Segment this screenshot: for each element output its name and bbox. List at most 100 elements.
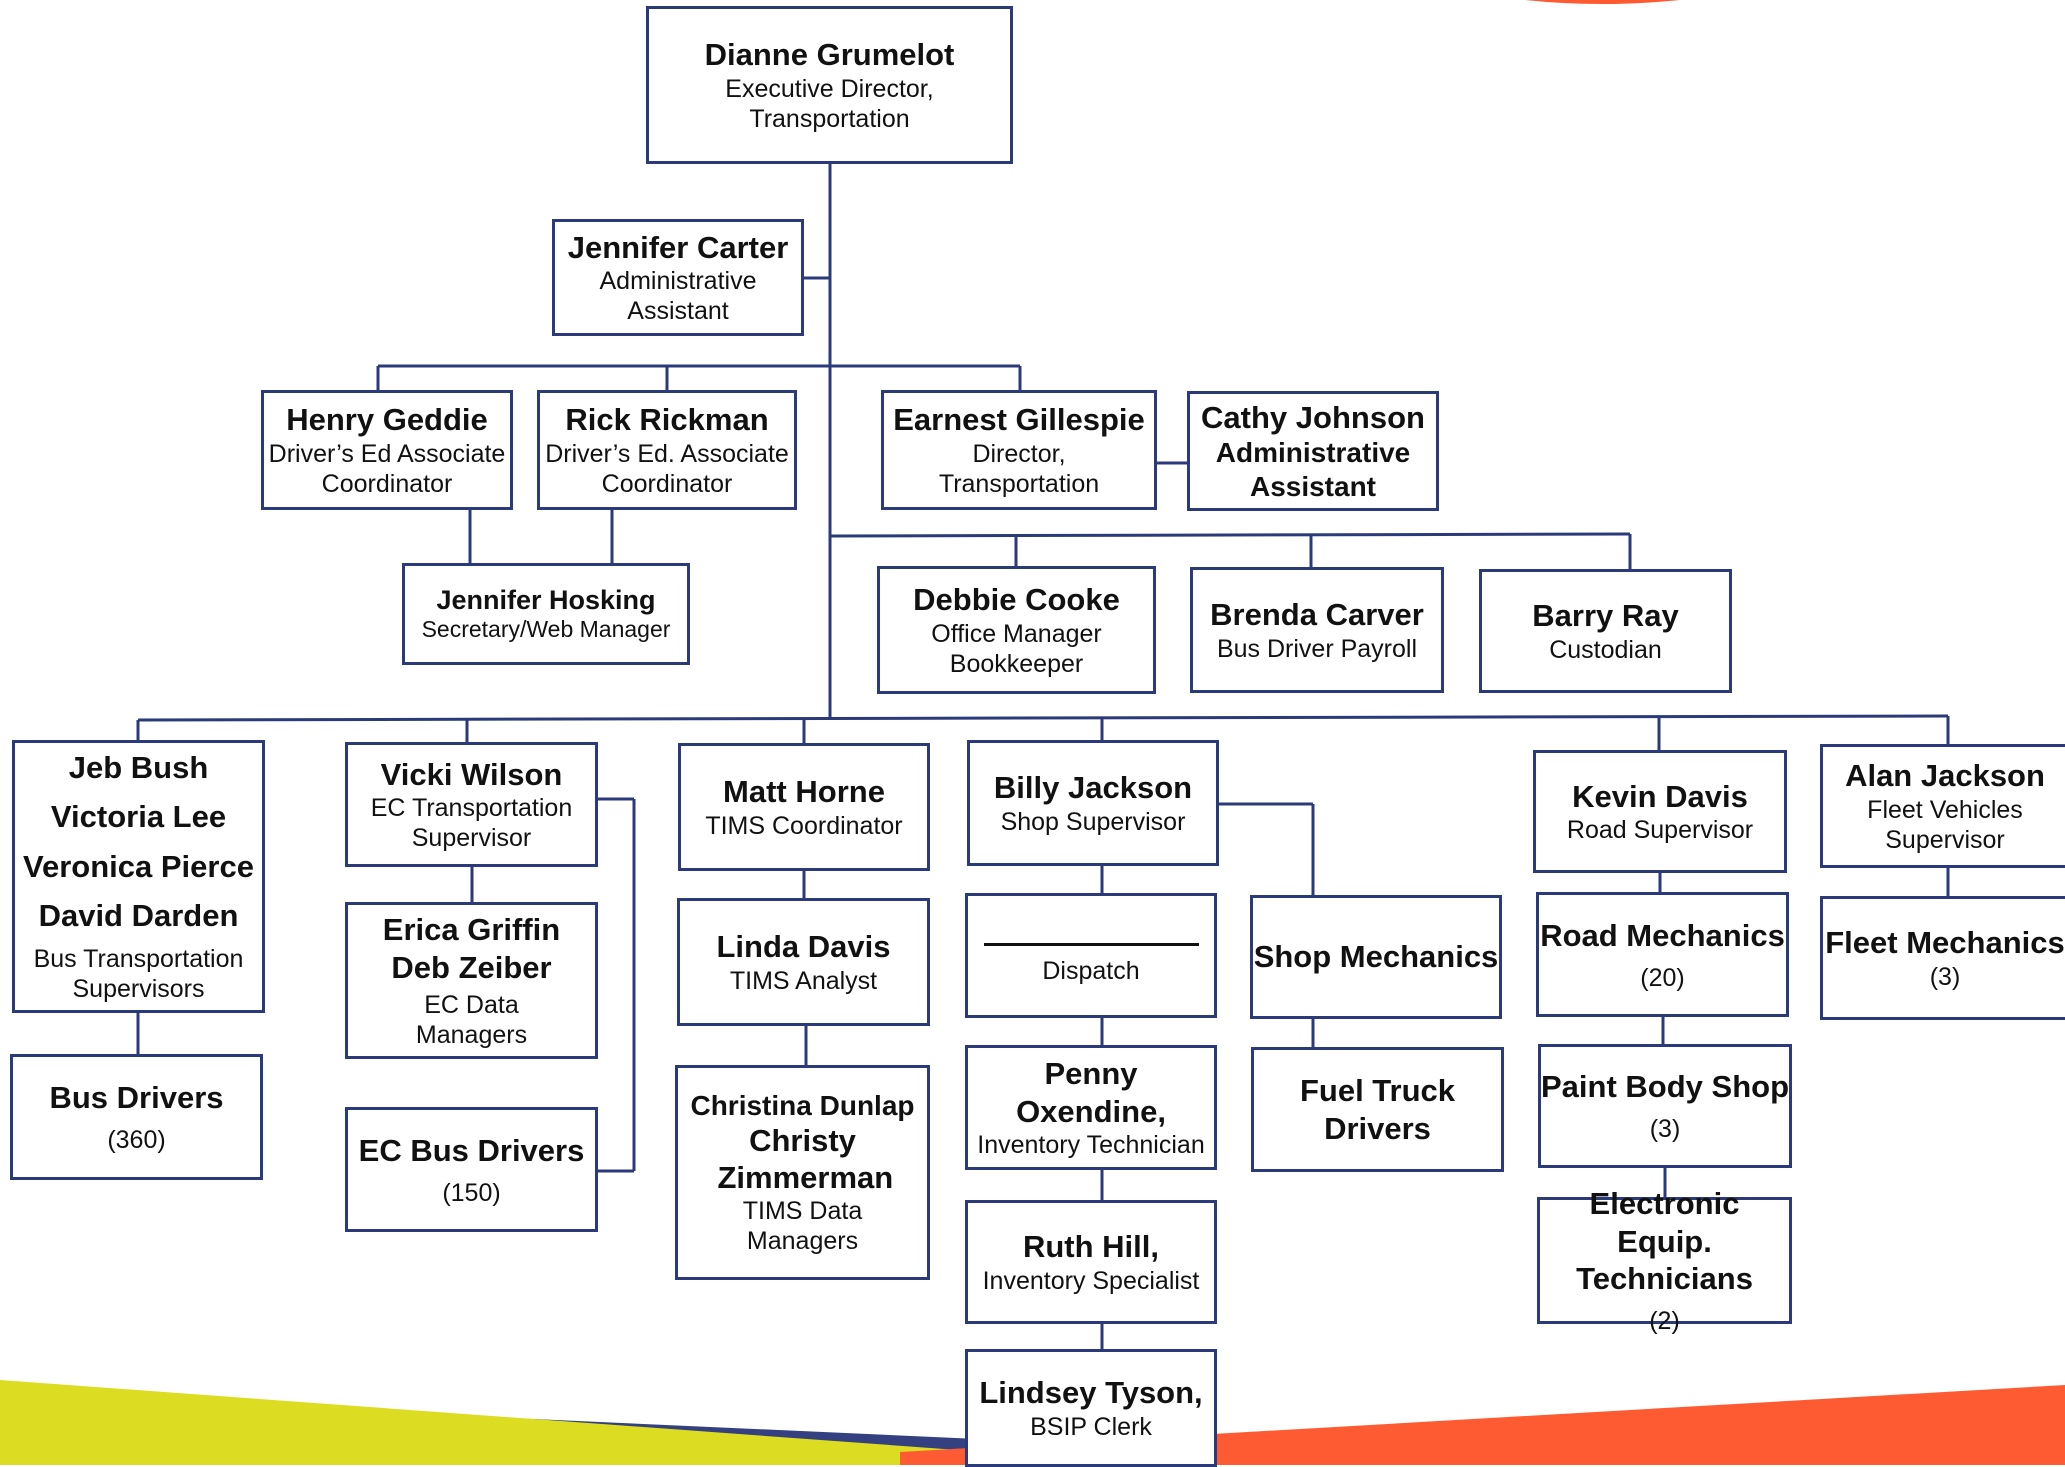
node-name: Ruth Hill,	[1022, 1229, 1160, 1265]
node-road-mechanics: Road Mechanics (20)	[1536, 892, 1789, 1017]
node-title: Dispatch	[1042, 957, 1140, 985]
node-title: Road Supervisor	[1566, 816, 1754, 845]
node-title: Office Manager	[931, 619, 1102, 648]
node-jennifer-hosking: Jennifer Hosking Secretary/Web Manager	[402, 563, 690, 665]
node-name: Jennifer Carter	[567, 229, 789, 265]
node-bus-supervisors: Jeb Bush Victoria Lee Veronica Pierce Da…	[12, 740, 265, 1013]
node-jennifer-carter: Jennifer Carter Administrative Assistant	[552, 219, 804, 336]
node-label: Paint Body Shop	[1541, 1069, 1789, 1105]
node-title: Bookkeeper	[949, 649, 1084, 678]
node-title: Coordinator	[601, 469, 733, 498]
node-title: Bus Driver Payroll	[1216, 634, 1418, 663]
node-name: Deb Zeiber	[391, 949, 552, 985]
node-title: Driver’s Ed. Associate	[545, 439, 789, 468]
node-title: Inventory Specialist	[982, 1266, 1200, 1295]
node-cathy-johnson: Cathy Johnson Administrative Assistant	[1187, 391, 1439, 511]
node-name: Christy Zimmerman	[717, 1123, 894, 1196]
node-name: Erica Griffin	[382, 912, 561, 948]
node-title: BSIP Clerk	[1030, 1412, 1152, 1441]
node-rick-rickman: Rick Rickman Driver’s Ed. Associate Coor…	[537, 390, 797, 510]
node-ruth-hill: Ruth Hill, Inventory Specialist	[965, 1200, 1217, 1324]
node-name: Matt Horne	[723, 774, 885, 810]
node-earnest-gillespie: Earnest Gillespie Director, Transportati…	[881, 390, 1157, 510]
node-name: Dianne Grumelot	[704, 37, 955, 73]
node-name: Christina Dunlap	[690, 1089, 915, 1121]
node-title: EC Data Managers	[415, 990, 528, 1049]
node-kevin-davis: Kevin Davis Road Supervisor	[1533, 750, 1787, 873]
yellow-band	[0, 1380, 985, 1465]
supervisor-name: Jeb Bush	[68, 750, 209, 786]
node-name: Jennifer Hosking	[436, 585, 656, 615]
node-vicki-wilson: Vicki Wilson EC Transportation Superviso…	[345, 742, 598, 867]
node-brenda-carver: Brenda Carver Bus Driver Payroll	[1190, 567, 1444, 693]
supervisor-name: Victoria Lee	[50, 799, 227, 835]
node-dispatch: Dispatch	[965, 893, 1217, 1018]
node-fleet-mechanics: Fleet Mechanics (3)	[1820, 896, 2065, 1020]
supervisor-name: David Darden	[38, 897, 239, 933]
node-billy-jackson: Billy Jackson Shop Supervisor	[967, 740, 1219, 866]
node-label: Bus Drivers	[49, 1080, 224, 1116]
node-henry-geddie: Henry Geddie Driver’s Ed Associate Coord…	[261, 390, 513, 510]
node-name: Billy Jackson	[993, 770, 1193, 806]
node-label: Electronic Equip. Technicians	[1576, 1186, 1753, 1296]
node-title: Driver’s Ed Associate	[268, 439, 506, 468]
node-title: Shop Supervisor	[1000, 807, 1186, 836]
node-name: Penny Oxendine,	[1016, 1056, 1166, 1129]
node-title: Bus Transportation Supervisors	[33, 944, 244, 1003]
node-count: (360)	[107, 1126, 166, 1155]
node-name: Cathy Johnson	[1201, 399, 1425, 435]
node-name: Barry Ray	[1532, 598, 1679, 634]
node-title: Inventory Technician	[977, 1130, 1205, 1159]
node-name: Brenda Carver	[1210, 597, 1424, 633]
node-name: Linda Davis	[716, 929, 891, 965]
node-title: TIMS Analyst	[729, 966, 878, 995]
node-matt-horne: Matt Horne TIMS Coordinator	[678, 743, 930, 871]
node-name: Henry Geddie	[286, 402, 488, 438]
node-title: Administrative Assistant	[599, 267, 757, 326]
blank-name-line	[983, 925, 1199, 946]
node-count: (2)	[1649, 1306, 1680, 1335]
node-count: (3)	[1649, 1115, 1681, 1144]
node-fuel-truck-drivers: Fuel Truck Drivers	[1251, 1047, 1504, 1172]
node-title: Custodian	[1549, 635, 1662, 664]
node-shop-mechanics: Shop Mechanics	[1250, 895, 1502, 1019]
node-title: Fleet Vehicles Supervisor	[1867, 795, 2023, 854]
node-executive-director: Dianne Grumelot Executive Director, Tran…	[646, 6, 1013, 164]
node-name: Lindsey Tyson,	[979, 1375, 1203, 1411]
node-name: Earnest Gillespie	[893, 402, 1145, 438]
node-name: Kevin Davis	[1572, 778, 1748, 814]
node-bus-drivers: Bus Drivers (360)	[10, 1054, 263, 1180]
node-ec-bus-drivers: EC Bus Drivers (150)	[345, 1107, 598, 1232]
node-title: EC Transportation Supervisor	[370, 794, 573, 853]
node-title: Administrative Assistant	[1215, 437, 1411, 502]
node-linda-davis: Linda Davis TIMS Analyst	[677, 898, 930, 1026]
node-tims-data-managers: Christina Dunlap Christy Zimmerman TIMS …	[675, 1065, 930, 1280]
node-ec-data-managers: Erica Griffin Deb Zeiber EC Data Manager…	[345, 902, 598, 1059]
node-title: Coordinator	[321, 469, 453, 498]
node-count: (150)	[442, 1178, 501, 1207]
node-name: Vicki Wilson	[380, 756, 563, 792]
node-label: Fuel Truck Drivers	[1299, 1073, 1456, 1146]
node-label: Road Mechanics	[1540, 917, 1785, 953]
node-lindsey-tyson: Lindsey Tyson, BSIP Clerk	[965, 1349, 1217, 1467]
node-label: Fleet Mechanics	[1825, 925, 2065, 961]
node-paint-body-shop: Paint Body Shop (3)	[1538, 1044, 1792, 1168]
node-label: Shop Mechanics	[1253, 939, 1499, 975]
node-title: Director, Transportation	[938, 439, 1100, 498]
supervisor-name: Veronica Pierce	[23, 848, 254, 884]
node-title: Executive Director, Transportation	[725, 74, 934, 133]
node-title: TIMS Coordinator	[705, 811, 903, 840]
node-title: TIMS Data Managers	[742, 1197, 863, 1256]
node-debbie-cooke: Debbie Cooke Office Manager Bookkeeper	[877, 566, 1156, 694]
node-penny-oxendine: Penny Oxendine, Inventory Technician	[965, 1045, 1217, 1170]
node-alan-jackson: Alan Jackson Fleet Vehicles Supervisor	[1820, 744, 2065, 868]
node-title: Secretary/Web Manager	[421, 616, 671, 643]
node-label: EC Bus Drivers	[358, 1132, 585, 1168]
node-barry-ray: Barry Ray Custodian	[1479, 569, 1732, 693]
node-name: Debbie Cooke	[913, 582, 1120, 618]
corner-accent	[1525, 0, 1680, 4]
node-count: (20)	[1640, 963, 1685, 992]
node-count: (3)	[1929, 963, 1961, 992]
node-name: Rick Rickman	[565, 402, 769, 438]
